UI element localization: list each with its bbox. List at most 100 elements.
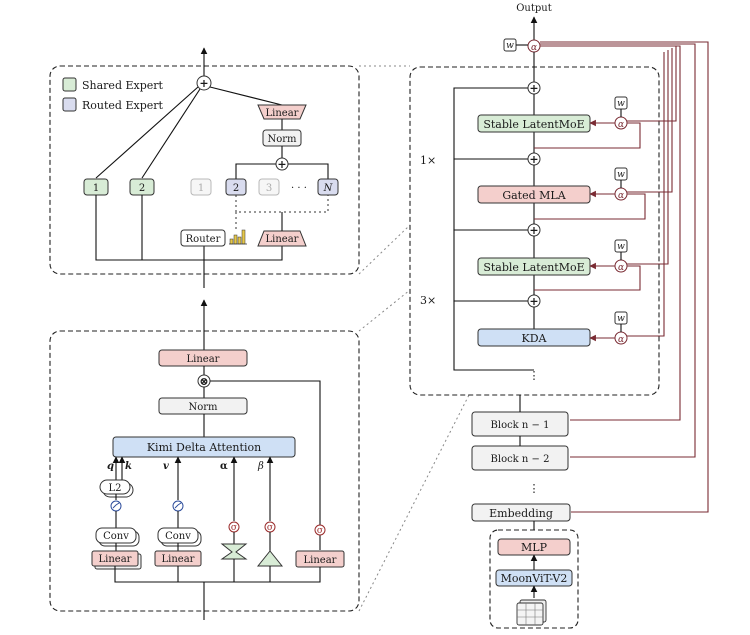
router-scores-icon — [229, 229, 247, 245]
stack-panel: Output α w 1× 3× + + + + — [409, 3, 709, 629]
zoom-line-top-2 — [358, 224, 411, 275]
svg-text:w: w — [617, 314, 625, 324]
router-label: Router — [186, 234, 221, 245]
svg-text:α: α — [618, 263, 624, 273]
attn-l2-front — [99, 479, 131, 495]
rep-3x-label: 3× — [420, 294, 436, 307]
block-plus-3: + — [527, 223, 541, 237]
moe-edge-shared2 — [141, 88, 201, 179]
attn-swish-qk-icon — [110, 500, 122, 512]
routed-expert-3-label: 3 — [266, 183, 272, 194]
attn-sigmoid-gate-label: σ — [317, 526, 323, 536]
attn-k-label: k — [125, 461, 132, 472]
moe-edge-in-shared1 — [95, 195, 204, 261]
attn-gate-times: ⊗ — [199, 375, 208, 388]
res-3-out — [534, 265, 641, 291]
routed-expert-2-label: 2 — [233, 183, 239, 194]
final-w-label: w — [506, 41, 514, 51]
attn-conv1-label: Conv — [103, 531, 129, 542]
legend-routed-swatch — [62, 97, 77, 112]
svg-text:+: + — [529, 82, 538, 95]
attn-q-label: q — [107, 461, 114, 472]
routed-expert-1 — [190, 178, 212, 196]
vision-moonvit-label: MoonViT-V2 — [501, 572, 568, 585]
attn-linear1-label: Linear — [99, 554, 132, 565]
res-block-n1 — [540, 45, 681, 421]
attn-alpha-label: α — [220, 461, 228, 472]
attn-swish-v-icon — [172, 500, 184, 512]
attn-alpha-bottleneck — [220, 543, 248, 560]
zoom-line-bottom-2 — [358, 392, 471, 612]
image-grid-icon — [516, 599, 547, 626]
attn-sigmoid-beta-label: σ — [267, 523, 273, 533]
layer-stable-latentmoe-1-label: Stable LatentMoE — [483, 118, 584, 131]
stack-vdots: ⋮ — [529, 369, 540, 382]
res-1-out — [534, 122, 641, 149]
output-label: Output — [516, 3, 552, 14]
zoom-line-bottom-1 — [358, 289, 411, 332]
moe-norm-label: Norm — [267, 134, 297, 145]
attn-norm — [158, 397, 248, 415]
attn-conv2-label: Conv — [165, 531, 191, 542]
routed-expert-1-label: 1 — [198, 183, 204, 194]
moe-linear-top-label: Linear — [266, 108, 299, 119]
layer-2-alpha-node: α w — [589, 167, 628, 201]
res-layer4-up — [627, 52, 665, 337]
attn-gate-branch — [210, 380, 321, 550]
res-layer2-up — [627, 48, 673, 193]
moe-edge-linear — [209, 86, 283, 106]
routed-ellipsis: · · · — [291, 183, 307, 194]
moe-linear-top — [257, 104, 307, 120]
attn-linear2-label: Linear — [162, 554, 195, 565]
svg-text:w: w — [617, 242, 625, 252]
moe-routed-sum-plus: + — [277, 158, 286, 171]
embedding-label: Embedding — [489, 507, 553, 520]
attn-linear3-label: Linear — [304, 555, 337, 566]
vision-mlp-label: MLP — [521, 541, 548, 554]
layer-gated-mla-label: Gated MLA — [502, 189, 566, 202]
svg-text:w: w — [617, 99, 625, 109]
attn-bottom-bus — [114, 566, 321, 583]
moe-sum-node — [196, 75, 212, 91]
routed-expert-n-label: N — [323, 183, 334, 194]
embedding-box — [471, 503, 571, 522]
moe-edge-to-linear-bottom — [204, 246, 283, 261]
moe-linear-bottom-label: Linear — [266, 234, 299, 245]
layer-4-alpha-node: α w — [589, 311, 628, 345]
block-plus-1: + — [527, 81, 541, 95]
attn-sigmoid-alpha-label: σ — [231, 523, 237, 533]
res-2-out — [534, 193, 646, 220]
svg-text:α: α — [618, 120, 624, 130]
final-alpha-label: α — [531, 43, 537, 53]
block-n-minus-2-label: Block n − 2 — [491, 454, 550, 465]
legend-shared-swatch — [62, 77, 77, 92]
skip-loop-4 — [453, 300, 534, 371]
res-layer1-up — [627, 46, 677, 122]
svg-text:+: + — [529, 153, 538, 166]
shared-expert-1-label: 1 — [93, 183, 99, 194]
attn-beta-label: β — [257, 461, 264, 472]
attn-linear-top — [158, 349, 248, 367]
svg-text:w: w — [617, 170, 625, 180]
moe-edge-routed-left — [235, 163, 276, 179]
moe-panel: Shared Expert Routed Expert + Linear Nor… — [49, 47, 360, 288]
layer-3-alpha-node: α w — [589, 239, 628, 273]
moe-edge-routed-right — [288, 163, 329, 179]
layer-stable-latentmoe-2-label: Stable LatentMoE — [483, 261, 584, 274]
legend-shared-label: Shared Expert — [82, 79, 164, 92]
vision-encoder-panel — [489, 529, 579, 629]
attn-kda-label: Kimi Delta Attention — [147, 441, 261, 454]
attn-v-label: v — [163, 461, 169, 472]
svg-text:+: + — [529, 224, 538, 237]
layer-kda-label: KDA — [522, 332, 548, 345]
residual-lines — [534, 41, 709, 513]
res-layer3-up — [627, 50, 669, 265]
svg-text:+: + — [529, 295, 538, 308]
attn-kda — [112, 436, 296, 458]
attn-beta-proj — [256, 550, 284, 567]
attn-linear-top-label: Linear — [187, 354, 220, 365]
svg-text:α: α — [618, 335, 624, 345]
legend-routed-label: Routed Expert — [82, 99, 164, 112]
rep-1x-label: 1× — [420, 154, 436, 167]
